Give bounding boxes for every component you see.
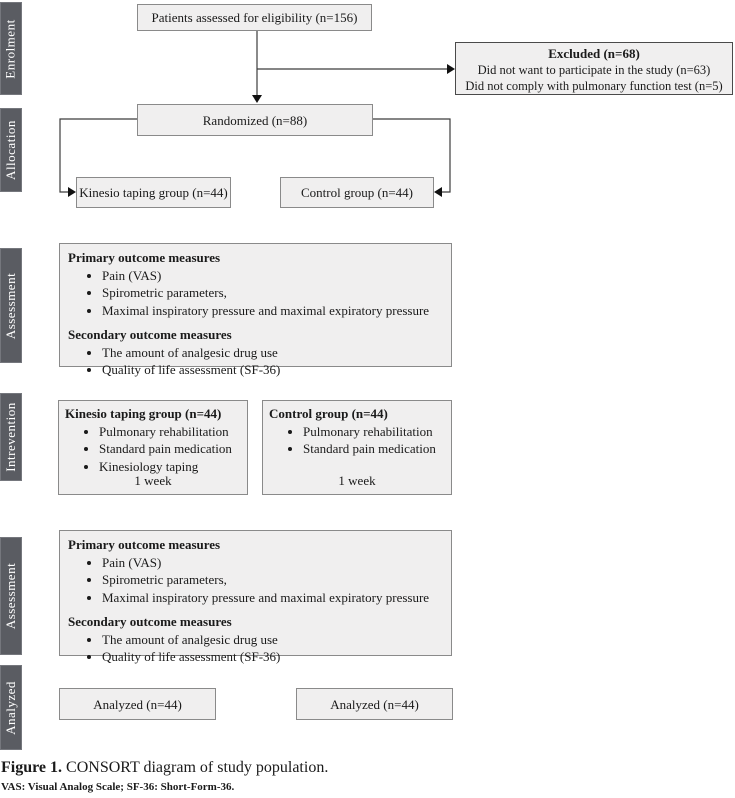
list-item: Pain (VAS) <box>102 554 443 572</box>
primary-outcome-title: Primary outcome measures <box>68 250 221 265</box>
stage-label-text: Assessment <box>3 562 19 630</box>
connector-to-control-group <box>373 118 451 193</box>
randomized-box: Randomized (n=88) <box>137 104 373 136</box>
arrowhead-down-randomized <box>252 95 262 103</box>
list-item: Kinesiology taping <box>99 458 241 476</box>
stage-label-assessment-1: Assessment <box>0 248 22 363</box>
intervention-control-list: Pulmonary rehabilitation Standard pain m… <box>269 423 445 458</box>
outcome-measures-box-1: Primary outcome measures Pain (VAS) Spir… <box>59 243 452 377</box>
arrowhead-right-kinesio <box>68 187 76 197</box>
excluded-reason: Did not comply with pulmonary function t… <box>465 79 723 93</box>
stage-label-enrolment: Enrolment <box>0 2 22 95</box>
list-item: Standard pain medication <box>303 440 445 458</box>
list-item: Spirometric parameters, <box>102 571 443 589</box>
abbreviation-footnote: VAS: Visual Analog Scale; SF-36: Short-F… <box>1 781 235 793</box>
control-group-box: Control group (n=44) <box>280 177 434 208</box>
stage-label-text: Allocation <box>3 120 19 180</box>
eligibility-text: Patients assessed for eligibility (n=156… <box>151 10 358 25</box>
excluded-reason: Did not want to participate in the study… <box>477 63 711 77</box>
figure-caption-label: Figure 1. <box>1 759 63 776</box>
list-item: Spirometric parameters, <box>102 284 443 302</box>
list-item: Quality of life assessment (SF-36) <box>102 648 443 666</box>
figure-caption: Figure 1. CONSORT diagram of study popul… <box>1 759 328 777</box>
connector-to-kinesio-group <box>59 118 137 193</box>
intervention-duration: 1 week <box>134 472 172 488</box>
intervention-duration: 1 week <box>338 472 376 488</box>
stage-label-analyzed: Analyzed <box>0 665 22 750</box>
stage-label-text: Enrolment <box>3 18 19 79</box>
kinesio-group-text: Kinesio taping group (n=44) <box>79 185 228 200</box>
analyzed-right-box: Analyzed (n=44) <box>296 688 453 720</box>
eligibility-box: Patients assessed for eligibility (n=156… <box>137 4 372 31</box>
analyzed-right-text: Analyzed (n=44) <box>330 696 419 712</box>
secondary-outcome-title: Secondary outcome measures <box>68 614 232 629</box>
primary-outcome-list: Pain (VAS) Spirometric parameters, Maxim… <box>68 554 443 607</box>
list-item: Maximal inspiratory pressure and maximal… <box>102 302 443 320</box>
stage-label-allocation: Allocation <box>0 108 22 192</box>
list-item: Pulmonary rehabilitation <box>99 423 241 441</box>
excluded-title: Excluded (n=68) <box>548 46 640 61</box>
list-item: Quality of life assessment (SF-36) <box>102 361 443 379</box>
list-item: The amount of analgesic drug use <box>102 631 443 649</box>
figure-caption-text: CONSORT diagram of study population. <box>62 759 329 776</box>
secondary-outcome-list: The amount of analgesic drug use Quality… <box>68 631 443 666</box>
list-item: Standard pain medication <box>99 440 241 458</box>
stage-label-text: Assessment <box>3 272 19 339</box>
intervention-control-box: Control group (n=44) Pulmonary rehabilit… <box>262 400 452 495</box>
intervention-kinesio-list: Pulmonary rehabilitation Standard pain m… <box>65 423 241 476</box>
secondary-outcome-title: Secondary outcome measures <box>68 327 232 342</box>
analyzed-left-box: Analyzed (n=44) <box>59 688 216 720</box>
primary-outcome-list: Pain (VAS) Spirometric parameters, Maxim… <box>68 267 443 320</box>
kinesio-group-box: Kinesio taping group (n=44) <box>76 177 231 208</box>
stage-label-text: Intrevention <box>3 402 19 472</box>
outcome-measures-box-2: Primary outcome measures Pain (VAS) Spir… <box>59 530 452 664</box>
intervention-kinesio-title: Kinesio taping group (n=44) <box>65 406 222 421</box>
arrowhead-left-control <box>434 187 442 197</box>
list-item: Pulmonary rehabilitation <box>303 423 445 441</box>
stage-label-assessment-2: Assessment <box>0 537 22 655</box>
excluded-box: Excluded (n=68) Did not want to particip… <box>455 42 733 95</box>
secondary-outcome-list: The amount of analgesic drug use Quality… <box>68 344 443 379</box>
intervention-control-title: Control group (n=44) <box>269 406 388 421</box>
list-item: The amount of analgesic drug use <box>102 344 443 362</box>
primary-outcome-title: Primary outcome measures <box>68 537 221 552</box>
analyzed-left-text: Analyzed (n=44) <box>93 696 182 712</box>
arrowhead-right-excluded <box>447 64 455 74</box>
control-group-text: Control group (n=44) <box>300 185 414 200</box>
randomized-text: Randomized (n=88) <box>202 112 308 128</box>
intervention-kinesio-box: Kinesio taping group (n=44) Pulmonary re… <box>58 400 248 495</box>
list-item: Pain (VAS) <box>102 267 443 285</box>
stage-label-intrevention: Intrevention <box>0 393 22 481</box>
stage-label-text: Analyzed <box>3 680 18 735</box>
list-item: Maximal inspiratory pressure and maximal… <box>102 589 443 607</box>
